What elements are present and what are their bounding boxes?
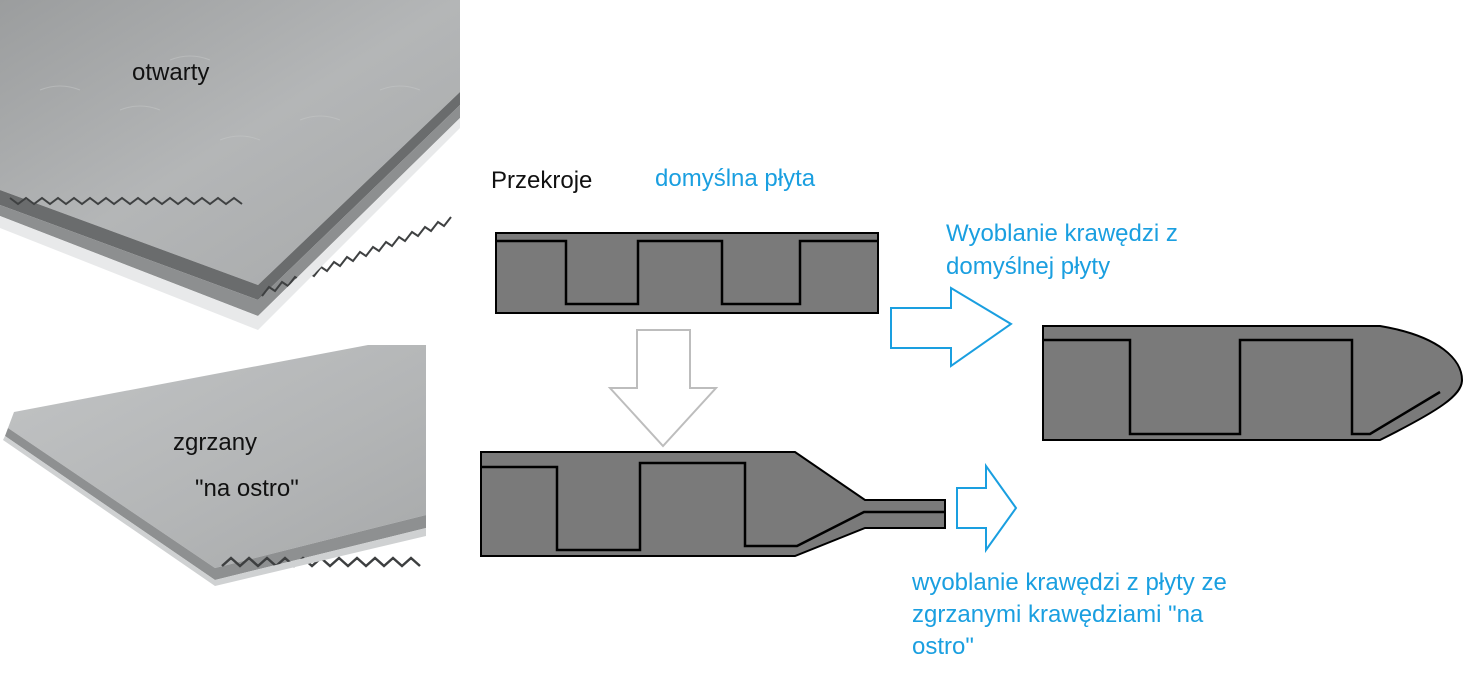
arrow-right-lower-icon xyxy=(957,466,1016,550)
section-default-board xyxy=(496,233,878,313)
diagram-title: Przekroje xyxy=(491,166,592,195)
section-rounded-edge-board xyxy=(1043,326,1462,440)
arrow-down-icon xyxy=(610,330,716,446)
section-welded-board xyxy=(481,452,945,556)
label-edge-default-line2: domyślnej płyty xyxy=(946,252,1110,281)
label-edge-welded-line2: zgrzanymi krawędziami "na xyxy=(912,600,1203,629)
label-default-board: domyślna płyta xyxy=(655,164,815,193)
label-open: otwarty xyxy=(132,58,209,87)
label-edge-welded-line1: wyoblanie krawędzi z płyty ze xyxy=(912,568,1227,597)
arrow-right-upper-icon xyxy=(891,288,1011,366)
label-edge-default-line1: Wyoblanie krawędzi z xyxy=(946,219,1178,248)
label-welded-line2: "na ostro" xyxy=(195,474,299,503)
label-welded-line1: zgrzany xyxy=(173,428,257,457)
photo-open-board xyxy=(0,0,460,330)
photo-welded-board xyxy=(3,345,426,586)
label-edge-welded-line3: ostro" xyxy=(912,632,974,661)
